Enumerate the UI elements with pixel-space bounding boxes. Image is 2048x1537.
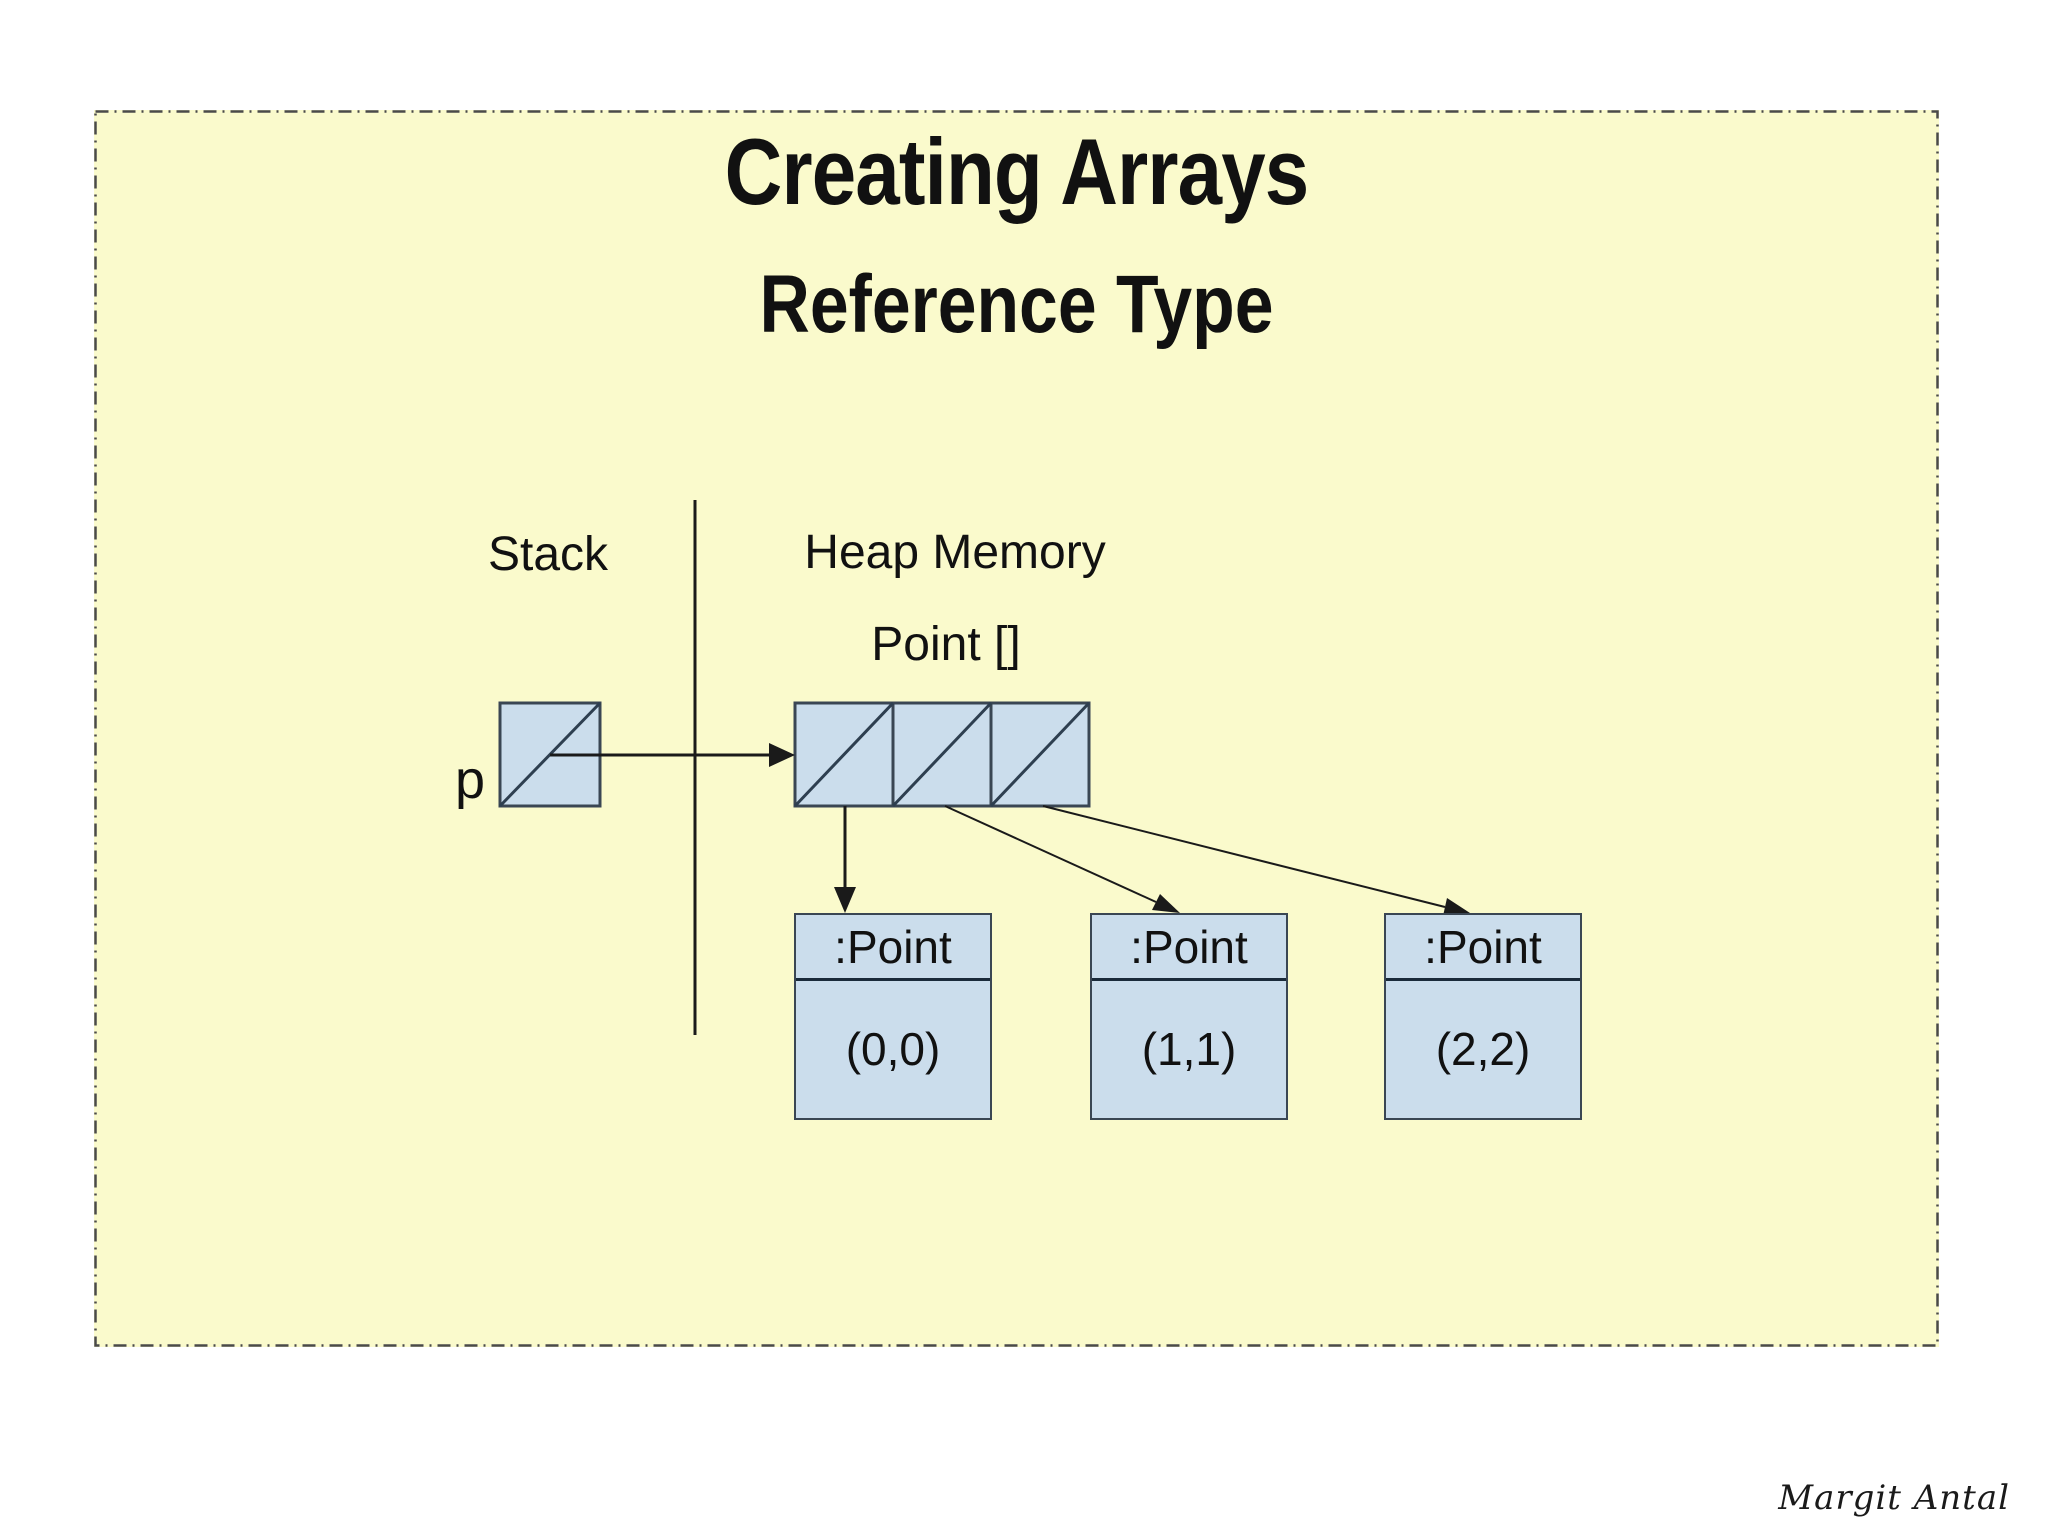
array-ref-arrow-1	[944, 805, 1180, 913]
array-cell-diagonal	[891, 701, 993, 808]
stack-label: Stack	[487, 528, 609, 581]
slide-title: Creating Arrays	[724, 119, 1310, 224]
slide-subtitle: Reference Type	[759, 259, 1274, 350]
pointer-arrow	[550, 743, 795, 767]
point-object-2-value: (2,2)	[1435, 1023, 1531, 1075]
author-signature: Margit Antal	[1778, 1478, 2010, 1518]
point-object-1: :Point (1,1)	[1090, 913, 1288, 1120]
heap-memory-label: Heap Memory	[804, 526, 1106, 579]
array-ref-arrow-0	[834, 806, 856, 913]
point-object-2-class: :Point	[1386, 915, 1580, 981]
pointer-variable-label: p	[454, 750, 485, 810]
array-cell-diagonal	[989, 701, 1091, 808]
point-object-2: :Point (2,2)	[1384, 913, 1582, 1120]
array-ref-arrow-2	[1042, 805, 1470, 916]
slide: Creating Arrays Reference Type Stack Hea…	[94, 110, 1939, 1347]
point-object-0: :Point (0,0)	[794, 913, 992, 1120]
array-box	[793, 701, 1091, 808]
point-object-0-class: :Point	[796, 915, 990, 981]
array-cell-diagonal	[793, 701, 895, 808]
diagram-canvas	[94, 110, 1939, 1347]
slide-border	[94, 110, 1939, 1347]
point-object-1-value: (1,1)	[1141, 1023, 1237, 1075]
point-object-1-class: :Point	[1092, 915, 1286, 981]
point-object-0-value: (0,0)	[845, 1023, 941, 1075]
array-type-label: Point []	[871, 618, 1021, 671]
